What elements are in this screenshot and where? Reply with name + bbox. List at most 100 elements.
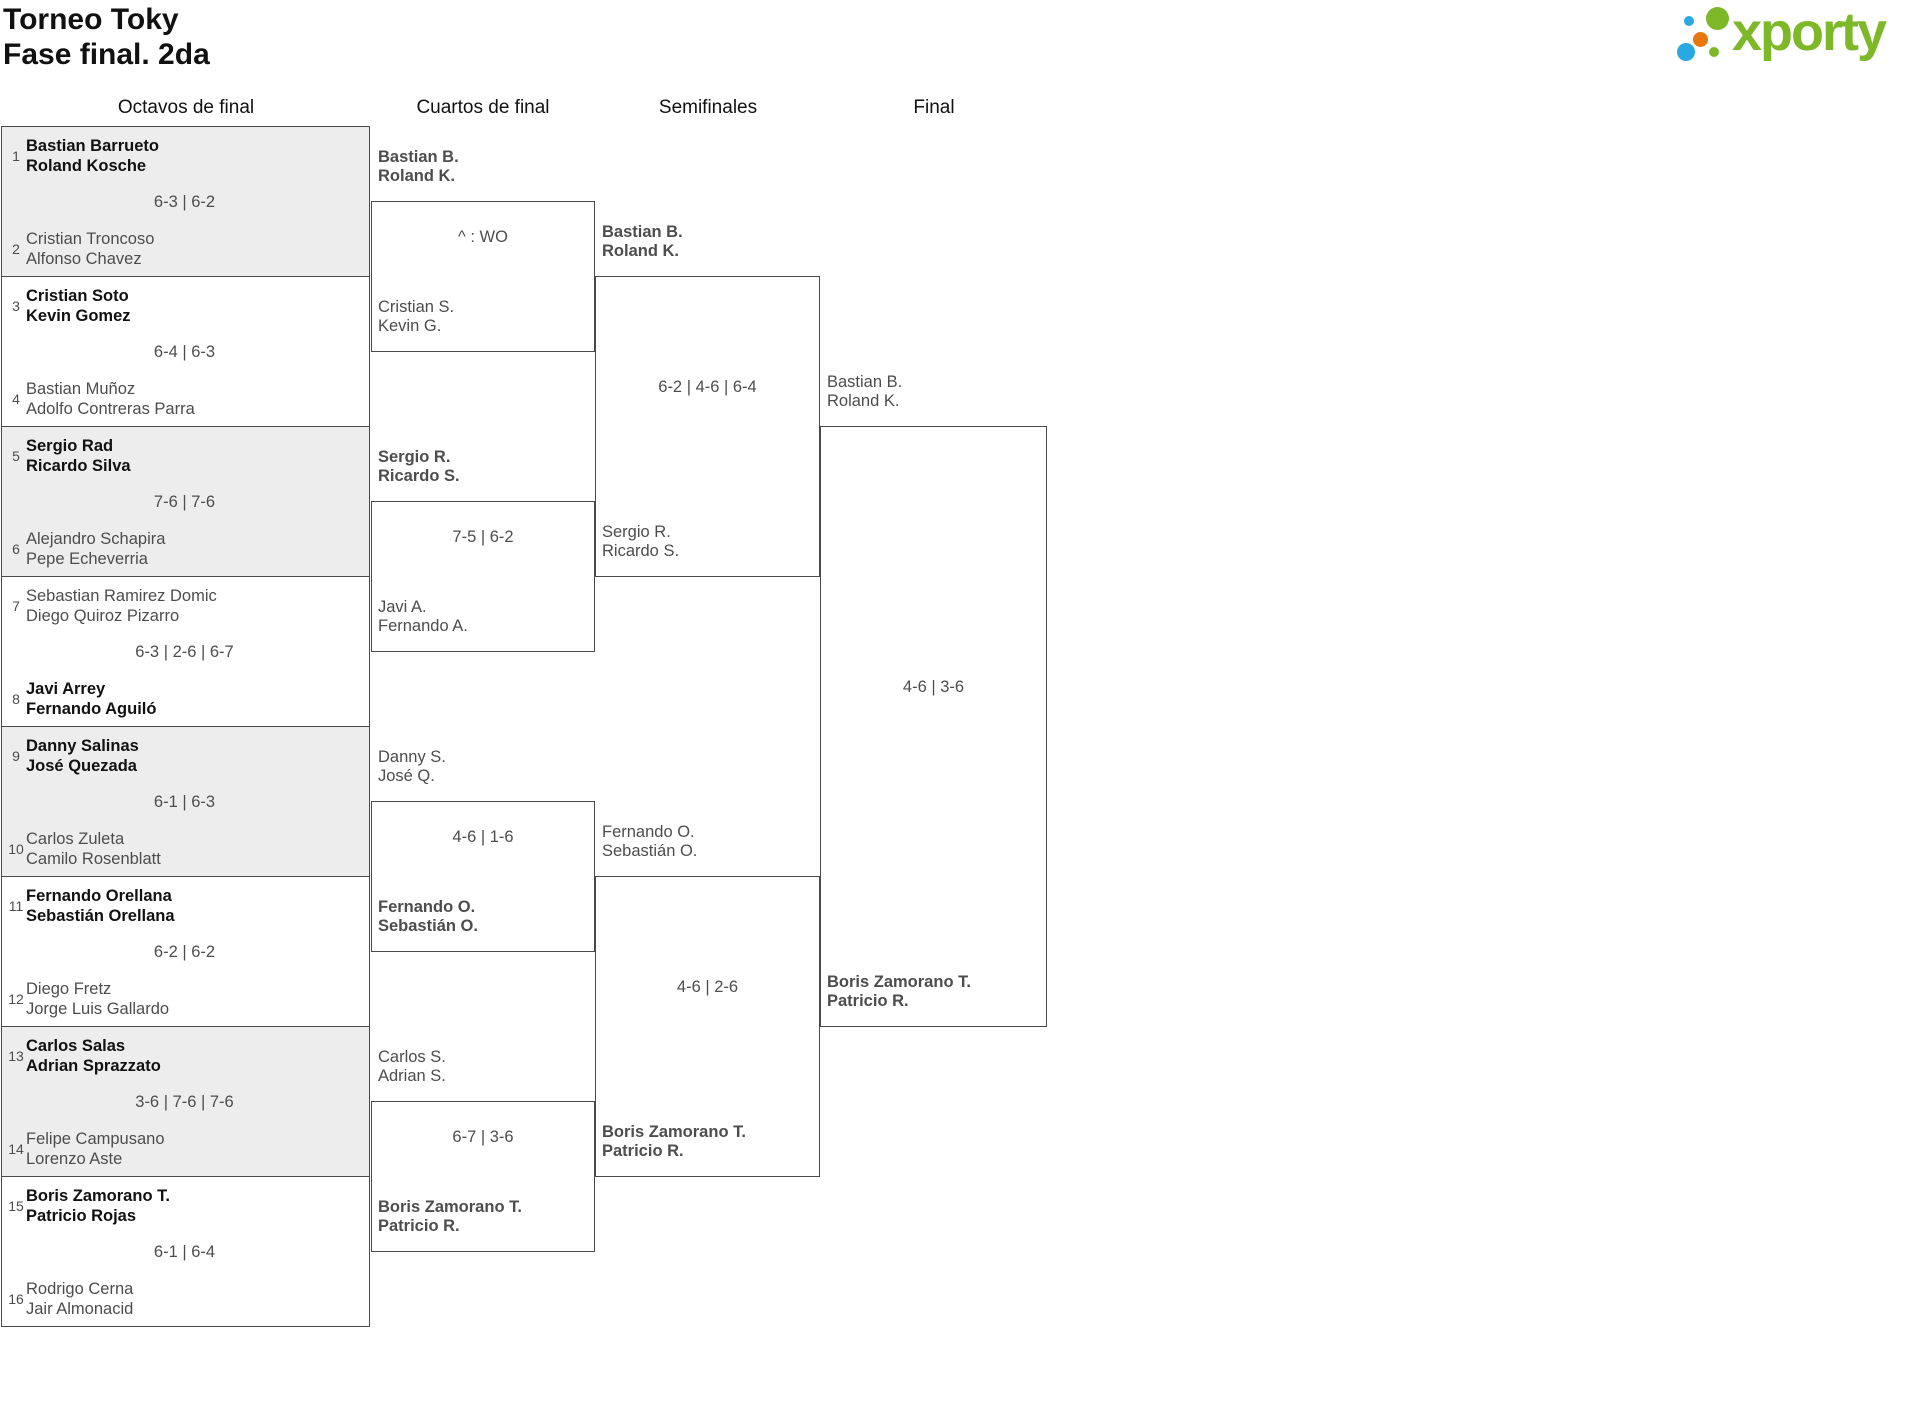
logo-dot-small-green	[1709, 47, 1719, 57]
match-octavos-1: 1 Bastian Barrueto Roland Kosche 6-3 | 6…	[1, 126, 370, 277]
round-header-cuartos: Cuartos de final	[416, 97, 550, 118]
match-score: 7-6 | 7-6	[153, 493, 216, 511]
octavos-column: 1 Bastian Barrueto Roland Kosche 6-3 | 6…	[1, 126, 370, 1327]
player-name: Diego Quiroz Pizarro	[26, 607, 180, 625]
player-name: Fernando O.	[378, 898, 476, 916]
match-slot-bottom: 12 Diego Fretz Jorge Luis Gallardo	[6, 979, 363, 1019]
player-name: Danny Salinas	[26, 737, 139, 755]
seed-number: 2	[12, 241, 20, 257]
match-score: 6-7 | 3-6	[452, 1128, 514, 1146]
seed-number: 13	[8, 1048, 24, 1064]
match-slot-bottom: 14 Felipe Campusano Lorenzo Aste	[6, 1129, 363, 1169]
team-name: Carlos Salas Adrian Sprazzato	[26, 1036, 161, 1076]
player-name: Patricio Rojas	[26, 1207, 137, 1225]
player-name: Adolfo Contreras Parra	[26, 400, 195, 418]
team-name: Fernando Orellana Sebastián Orellana	[26, 886, 175, 926]
seed-number: 16	[8, 1291, 24, 1307]
match-box-semifinal-2	[595, 876, 820, 1177]
player-name: Alejandro Schapira	[26, 530, 166, 548]
player-name: Patricio R.	[602, 1142, 684, 1160]
player-name: Sebastián O.	[602, 842, 698, 860]
match-score: 6-2 | 6-2	[153, 943, 216, 961]
player-name: Sebastián Orellana	[26, 907, 175, 925]
tournament-title: Torneo Toky	[3, 3, 179, 36]
player-name: Carlos S.	[378, 1048, 446, 1066]
team-name: Cristian Soto Kevin Gomez	[26, 286, 131, 326]
player-name: Fernando Aguiló	[26, 700, 157, 718]
seed-number: 6	[12, 541, 20, 557]
player-name: Kevin G.	[378, 317, 442, 335]
advancing-team-label: Boris Zamorano T. Patricio R.	[827, 973, 1039, 1011]
match-octavos-2: 3 Cristian Soto Kevin Gomez 6-4 | 6-3 4 …	[1, 276, 370, 427]
team-name: Danny Salinas José Quezada	[26, 736, 139, 776]
player-name: Sergio Rad	[26, 437, 114, 455]
player-name: Kevin Gomez	[26, 307, 131, 325]
team-name: Alejandro Schapira Pepe Echeverria	[26, 529, 165, 569]
player-name: Cristian Soto	[26, 287, 129, 305]
advancing-team-label: Javi A. Fernando A.	[378, 598, 590, 636]
player-name: Roland Kosche	[26, 157, 147, 175]
match-box-cuartos-3	[371, 801, 595, 952]
match-slot-bottom: 2 Cristian Troncoso Alfonso Chavez	[6, 229, 363, 269]
match-octavos-3: 5 Sergio Rad Ricardo Silva 7-6 | 7-6 6 A…	[1, 426, 370, 577]
player-name: Boris Zamorano T.	[378, 1198, 522, 1216]
match-octavos-5: 9 Danny Salinas José Quezada 6-1 | 6-3 1…	[1, 726, 370, 877]
player-name: Fernando Orellana	[26, 887, 172, 905]
match-score: 4-6 | 1-6	[452, 828, 514, 846]
match-slot-top: 9 Danny Salinas José Quezada	[6, 736, 363, 776]
match-octavos-6: 11 Fernando Orellana Sebastián Orellana …	[1, 876, 370, 1027]
player-name: José Quezada	[26, 757, 137, 775]
advancing-team-label: Sergio R. Ricardo S.	[602, 523, 814, 561]
player-name: Jorge Luis Gallardo	[26, 1000, 170, 1018]
page-title: Torneo Toky Fase final. 2da	[3, 2, 210, 72]
seed-number: 10	[8, 841, 24, 857]
advancing-team-label: Bastian B. Roland K.	[827, 373, 1039, 411]
match-score: 6-1 | 6-4	[153, 1243, 216, 1261]
player-name: Carlos Salas	[26, 1037, 126, 1055]
match-octavos-8: 15 Boris Zamorano T. Patricio Rojas 6-1 …	[1, 1176, 370, 1327]
player-name: Cristian S.	[378, 298, 455, 316]
player-name: Camilo Rosenblatt	[26, 850, 161, 868]
match-slot-top: 3 Cristian Soto Kevin Gomez	[6, 286, 363, 326]
player-name: Ricardo S.	[378, 467, 460, 485]
player-name: Boris Zamorano T.	[602, 1123, 746, 1141]
team-name: Sergio Rad Ricardo Silva	[26, 436, 131, 476]
logo-dot-small-blue	[1684, 16, 1694, 26]
match-slot-top: 5 Sergio Rad Ricardo Silva	[6, 436, 363, 476]
team-name: Boris Zamorano T. Patricio Rojas	[26, 1186, 170, 1226]
match-score: 3-6 | 7-6 | 7-6	[135, 1093, 234, 1111]
player-name: Pepe Echeverria	[26, 550, 148, 568]
match-box-final	[820, 426, 1047, 1027]
phase-subtitle: Fase final. 2da	[3, 38, 210, 71]
team-name: Bastian Barrueto Roland Kosche	[26, 136, 159, 176]
seed-number: 3	[12, 298, 20, 314]
seed-number: 14	[8, 1141, 24, 1157]
team-name: Cristian Troncoso Alfonso Chavez	[26, 229, 154, 269]
team-name: Carlos Zuleta Camilo Rosenblatt	[26, 829, 161, 869]
player-name: Roland K.	[827, 392, 900, 410]
match-score: 7-5 | 6-2	[452, 528, 514, 546]
match-slot-top: 11 Fernando Orellana Sebastián Orellana	[6, 886, 363, 926]
player-name: Ricardo S.	[602, 542, 680, 560]
player-name: Felipe Campusano	[26, 1130, 165, 1148]
round-header-semifinales: Semifinales	[658, 97, 758, 118]
seed-number: 5	[12, 448, 20, 464]
player-name: Bastian B.	[378, 148, 459, 166]
logo-dot-orange	[1693, 32, 1708, 47]
match-slot-bottom: 8 Javi Arrey Fernando Aguiló	[6, 679, 363, 719]
player-name: Sebastián O.	[378, 917, 478, 935]
advancing-team-label: Sergio R. Ricardo S.	[378, 448, 590, 486]
logo-wordmark: xporty	[1732, 2, 1887, 62]
advancing-team-label: Boris Zamorano T. Patricio R.	[602, 1123, 814, 1161]
match-box-cuartos-4	[371, 1101, 595, 1252]
xporty-logo[interactable]: xporty	[1675, 2, 1907, 67]
match-score: 6-3 | 2-6 | 6-7	[135, 643, 234, 661]
match-box-semifinal-1	[595, 276, 820, 577]
seed-number: 11	[8, 898, 24, 914]
logo-dot-big-green	[1706, 7, 1729, 30]
player-name: Fernando A.	[378, 617, 468, 635]
advancing-team-label: Fernando O. Sebastián O.	[602, 823, 814, 861]
player-name: Patricio R.	[827, 992, 909, 1010]
player-name: Cristian Troncoso	[26, 230, 155, 248]
